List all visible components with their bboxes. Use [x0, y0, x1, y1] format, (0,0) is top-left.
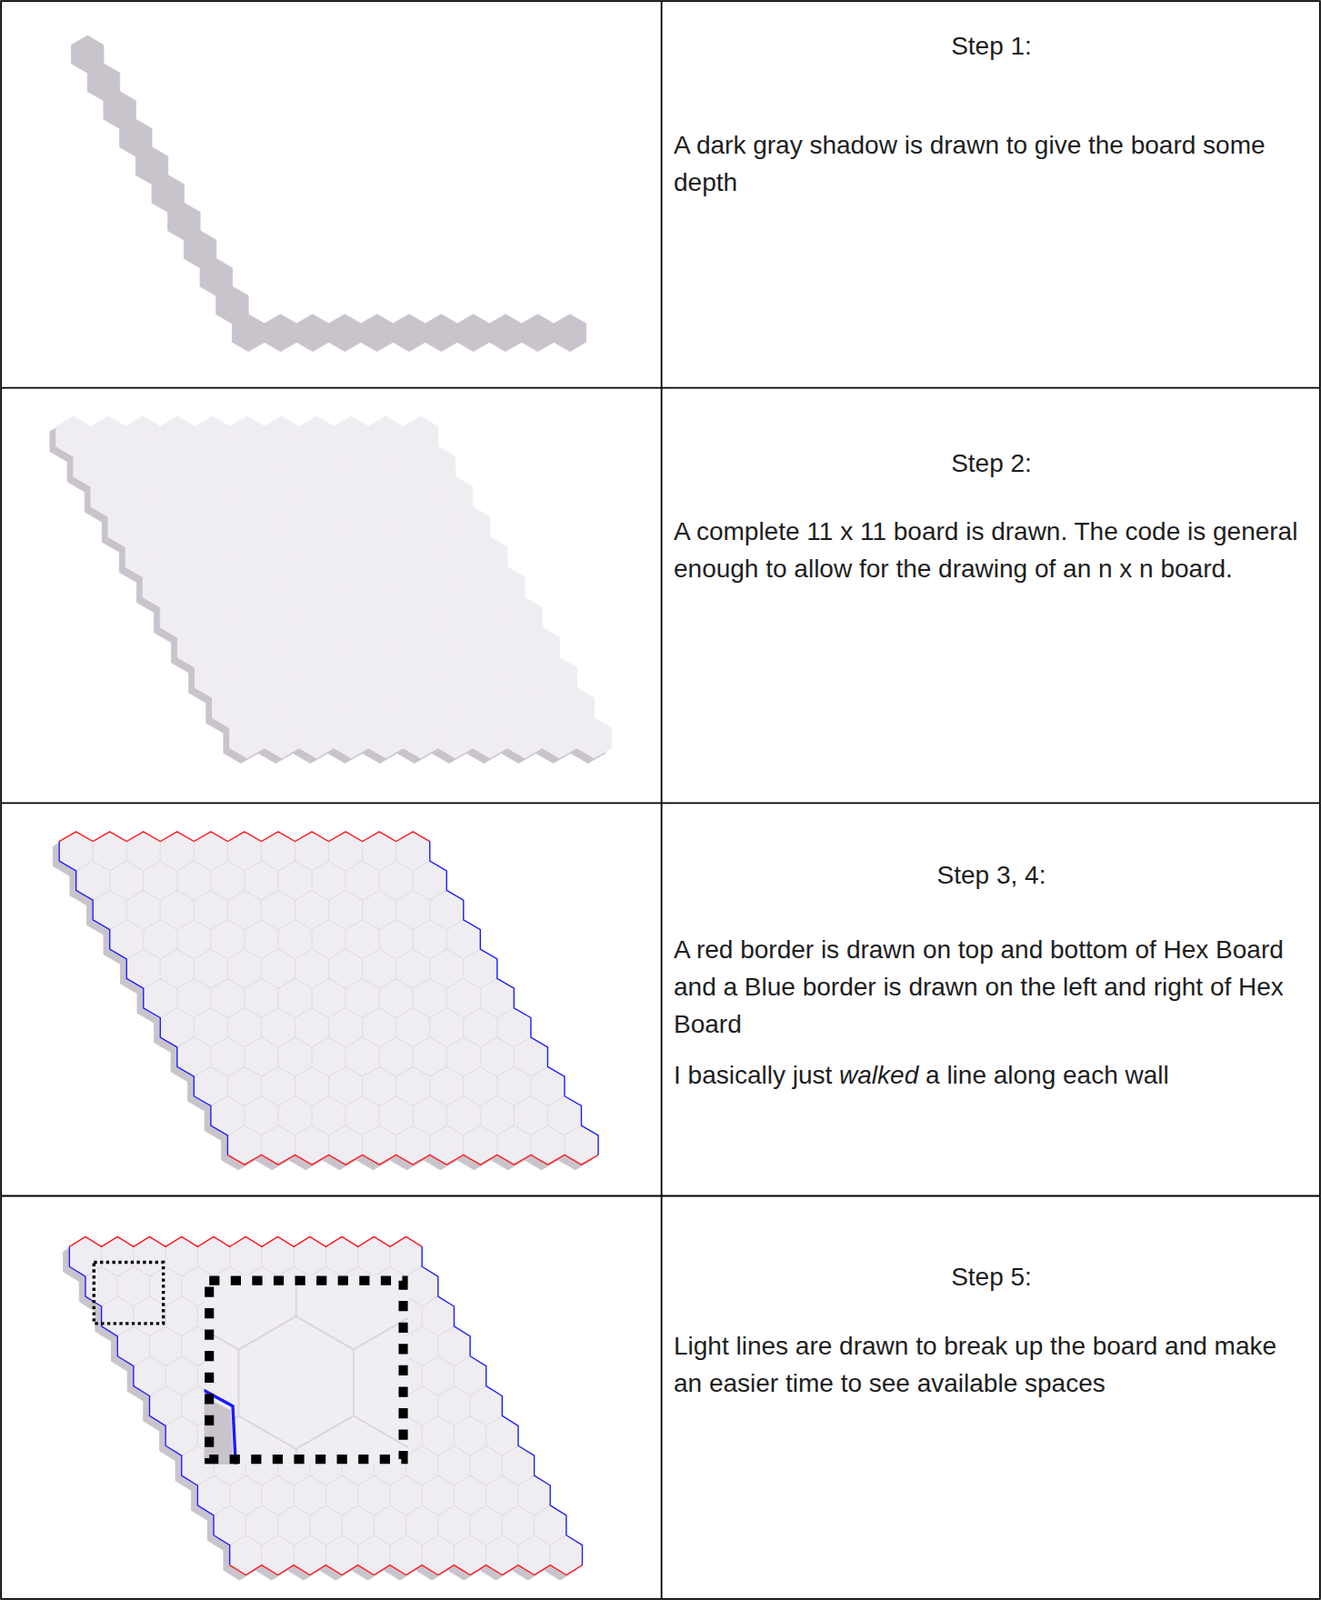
- red-border: [230, 1565, 583, 1576]
- step-description: A dark gray shadow is drawn to give the …: [673, 126, 1311, 201]
- row-rule: [0, 801, 1321, 804]
- step-heading: Step 2:: [661, 444, 1321, 482]
- caption-text: Step 2:: [950, 449, 1032, 478]
- blue-border: [421, 1246, 582, 1565]
- board-cells: [59, 831, 599, 1165]
- caption-text: I basically just: [673, 1060, 832, 1090]
- zoom-source-box: [93, 1261, 163, 1323]
- step-description: Light lines are drawn to break up the bo…: [673, 1327, 1311, 1402]
- step-description: A complete 11 x 11 board is drawn. The c…: [673, 512, 1311, 588]
- step-heading: Step 1:: [661, 27, 1321, 65]
- caption-text: walked: [839, 1060, 919, 1090]
- red-border: [227, 1154, 599, 1165]
- caption-text: Step 1:: [950, 31, 1032, 61]
- hex-board: [52, 831, 599, 1171]
- board-cells: [56, 416, 612, 759]
- caption-text: Step 5:: [950, 1262, 1032, 1291]
- step-description: A red border is drawn on top and bottom …: [673, 930, 1311, 1043]
- caption-text: a line along each wall: [925, 1060, 1170, 1090]
- caption-text: A dark gray shadow is drawn to give the …: [673, 130, 1266, 197]
- step-note: I basically just walked a line along eac…: [673, 1056, 1311, 1094]
- step-heading: Step 5:: [661, 1258, 1321, 1296]
- board-cells: [69, 1236, 582, 1575]
- caption-text: Light lines are drawn to break up the bo…: [673, 1331, 1277, 1398]
- board-shadow: [71, 35, 587, 351]
- red-border: [69, 1236, 422, 1247]
- column-rule: [660, 0, 663, 1600]
- blue-border: [430, 841, 599, 1156]
- row-rule: [0, 387, 1321, 390]
- zoom-box: [209, 1280, 403, 1460]
- zoom-content: [204, 1275, 410, 1465]
- hex-board: [63, 1236, 583, 1581]
- caption-text: A red border is drawn on top and bottom …: [673, 935, 1284, 1039]
- red-border: [59, 831, 431, 842]
- zoomed-shadow: [204, 1396, 235, 1465]
- hex-board: [50, 416, 612, 764]
- blue-border: [59, 841, 228, 1156]
- step-heading: Step 3, 4:: [661, 856, 1321, 894]
- zoomed-grid: [204, 1275, 410, 1465]
- caption-text: A complete 11 x 11 board is drawn. The c…: [673, 517, 1298, 583]
- zoom-inset: [93, 1217, 469, 1550]
- hex-board: [71, 35, 587, 351]
- caption-text: Step 3, 4:: [937, 860, 1047, 890]
- row-rule: [0, 1195, 1321, 1198]
